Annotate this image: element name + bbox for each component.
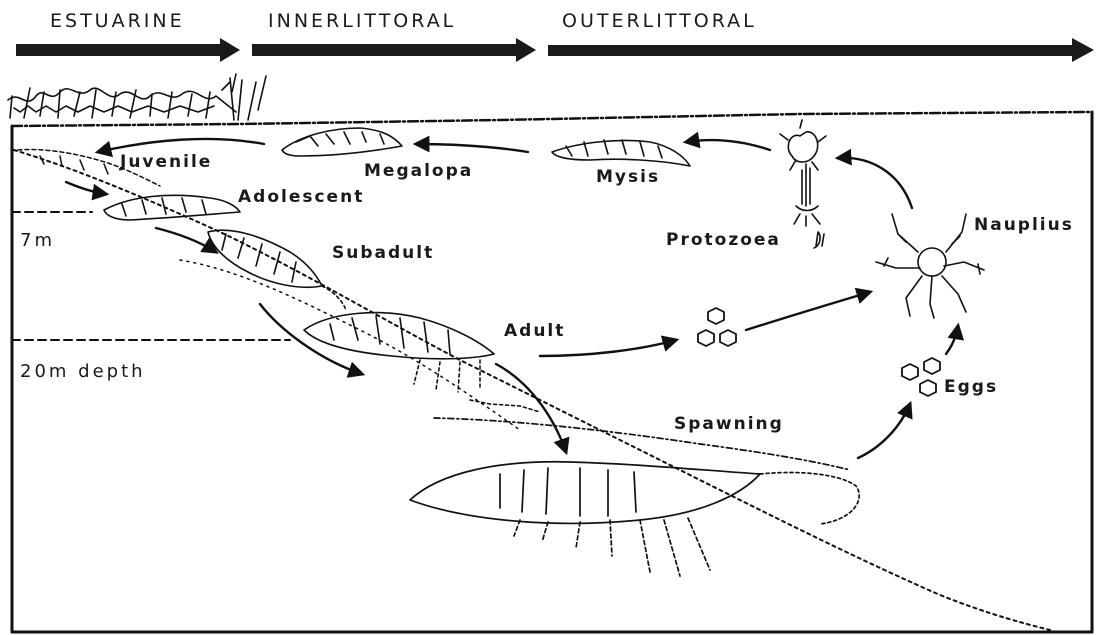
nauplius-illustration xyxy=(876,214,984,318)
label-mysis: Mysis xyxy=(596,167,660,187)
label-juvenile: Juvenile xyxy=(119,152,212,172)
label-eggs: Eggs xyxy=(944,377,998,397)
arrow-nauplius-to-protozoea xyxy=(838,158,912,208)
arrow-adolescent-to-subadult xyxy=(156,228,216,252)
zone-arrow-innerlittoral xyxy=(252,38,536,62)
zone-label-innerlittoral: INNERLITTORAL xyxy=(268,10,456,32)
eggs-midwater xyxy=(698,308,736,346)
zone-arrow-estuarine xyxy=(16,38,240,62)
label-megalopa: Megalopa xyxy=(364,161,473,181)
arrow-juvenile-to-adolescent xyxy=(66,182,106,194)
label-adolescent: Adolescent xyxy=(238,187,364,207)
adolescent-shrimp-illustration xyxy=(104,195,240,220)
sea-floor-slope-inner xyxy=(180,260,520,430)
eggs-cluster xyxy=(902,358,940,396)
subadult-shrimp-illustration xyxy=(208,230,346,310)
label-subadult: Subadult xyxy=(332,243,434,263)
lifecycle-arrows xyxy=(66,139,958,458)
arrow-spawning-to-eggs xyxy=(858,404,910,458)
arrow-eggs-to-nauplius xyxy=(746,292,870,330)
zone-label-outerlittoral: OUTERLITTORAL xyxy=(562,10,757,32)
arrow-adult-to-spawning xyxy=(496,364,566,452)
arrow-eggs-to-nauplius-right xyxy=(946,326,958,354)
spawning-shrimp-illustration xyxy=(410,418,859,576)
arrow-adult-to-eggs xyxy=(540,340,676,356)
depth-label-20m: 20m depth xyxy=(20,361,146,382)
mysis-illustration xyxy=(552,140,690,166)
arrow-mysis-to-megalopa xyxy=(416,144,528,152)
protozoea-illustration xyxy=(780,120,826,248)
arrow-protozoea-to-mysis xyxy=(686,140,770,150)
label-nauplius: Nauplius xyxy=(974,215,1074,235)
label-adult: Adult xyxy=(504,321,565,341)
arrow-megalopa-to-juvenile xyxy=(98,139,264,152)
label-protozoea: Protozoea xyxy=(666,230,781,250)
label-spawning: Spawning xyxy=(674,414,784,434)
mangrove-vegetation xyxy=(8,74,266,120)
megalopa-illustration xyxy=(282,128,402,156)
depth-label-7m: 7m xyxy=(20,230,55,251)
zone-arrow-outerlittoral xyxy=(548,38,1094,62)
zone-label-estuarine: ESTUARINE xyxy=(50,10,185,32)
